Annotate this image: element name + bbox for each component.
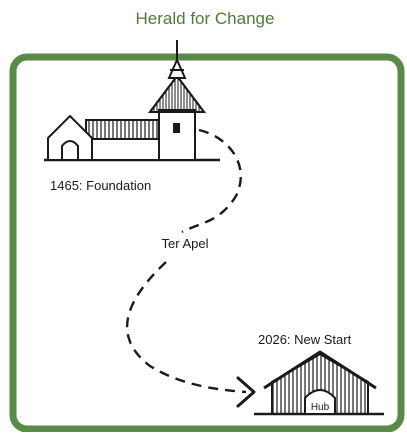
milestone-label-new-start: 2026: New Start xyxy=(258,332,352,347)
frame-border xyxy=(9,53,405,433)
journey-path xyxy=(181,128,242,234)
church-icon xyxy=(44,40,220,162)
milestone-label-foundation: 1465: Foundation xyxy=(50,178,151,193)
path-label: Ter Apel xyxy=(162,236,209,251)
hub-label: Hub xyxy=(311,402,330,413)
hub-building-icon xyxy=(254,350,384,416)
arrow-head-icon xyxy=(236,376,256,408)
journey-path-lower xyxy=(125,261,247,394)
diagram-title: Herald for Change xyxy=(136,9,275,28)
